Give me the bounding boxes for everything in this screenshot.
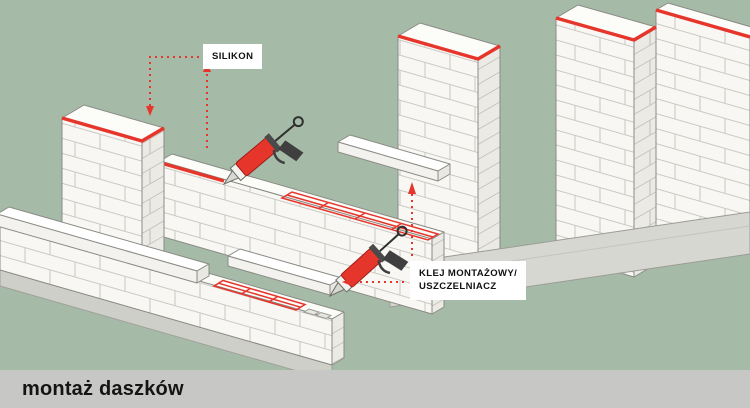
adhesive-pattern-main-wall bbox=[280, 191, 440, 241]
silicone-bead bbox=[160, 161, 225, 183]
adhesive-line-center-pillar bbox=[397, 34, 501, 61]
adhesive-line-right-pillar bbox=[555, 16, 657, 42]
label-klej: KLEJ MONTAŻOWY/ USZCZELNIACZ bbox=[410, 261, 527, 300]
installed-caps bbox=[0, 206, 210, 284]
label-klej-line1: KLEJ MONTAŻOWY/ bbox=[419, 268, 518, 279]
title-bar: montaż daszków bbox=[0, 370, 750, 408]
block-core-holes bbox=[302, 308, 333, 320]
leader-line-klej bbox=[342, 182, 416, 287]
caulk-gun-icon bbox=[222, 116, 304, 186]
label-klej-line2: USZCZELNIACZ bbox=[419, 281, 497, 293]
label-silikon: SILIKON bbox=[203, 44, 263, 70]
adhesive-line-right-wall bbox=[655, 8, 750, 39]
wall-cap-floating-main bbox=[337, 134, 451, 182]
right-wall bbox=[655, 2, 750, 241]
page-title: montaż daszków bbox=[22, 377, 184, 400]
adhesive-pattern-front-wall bbox=[212, 279, 307, 311]
fence-illustration bbox=[0, 2, 750, 370]
right-pillar bbox=[555, 4, 657, 278]
adhesive-line-left-pillar bbox=[61, 116, 165, 143]
